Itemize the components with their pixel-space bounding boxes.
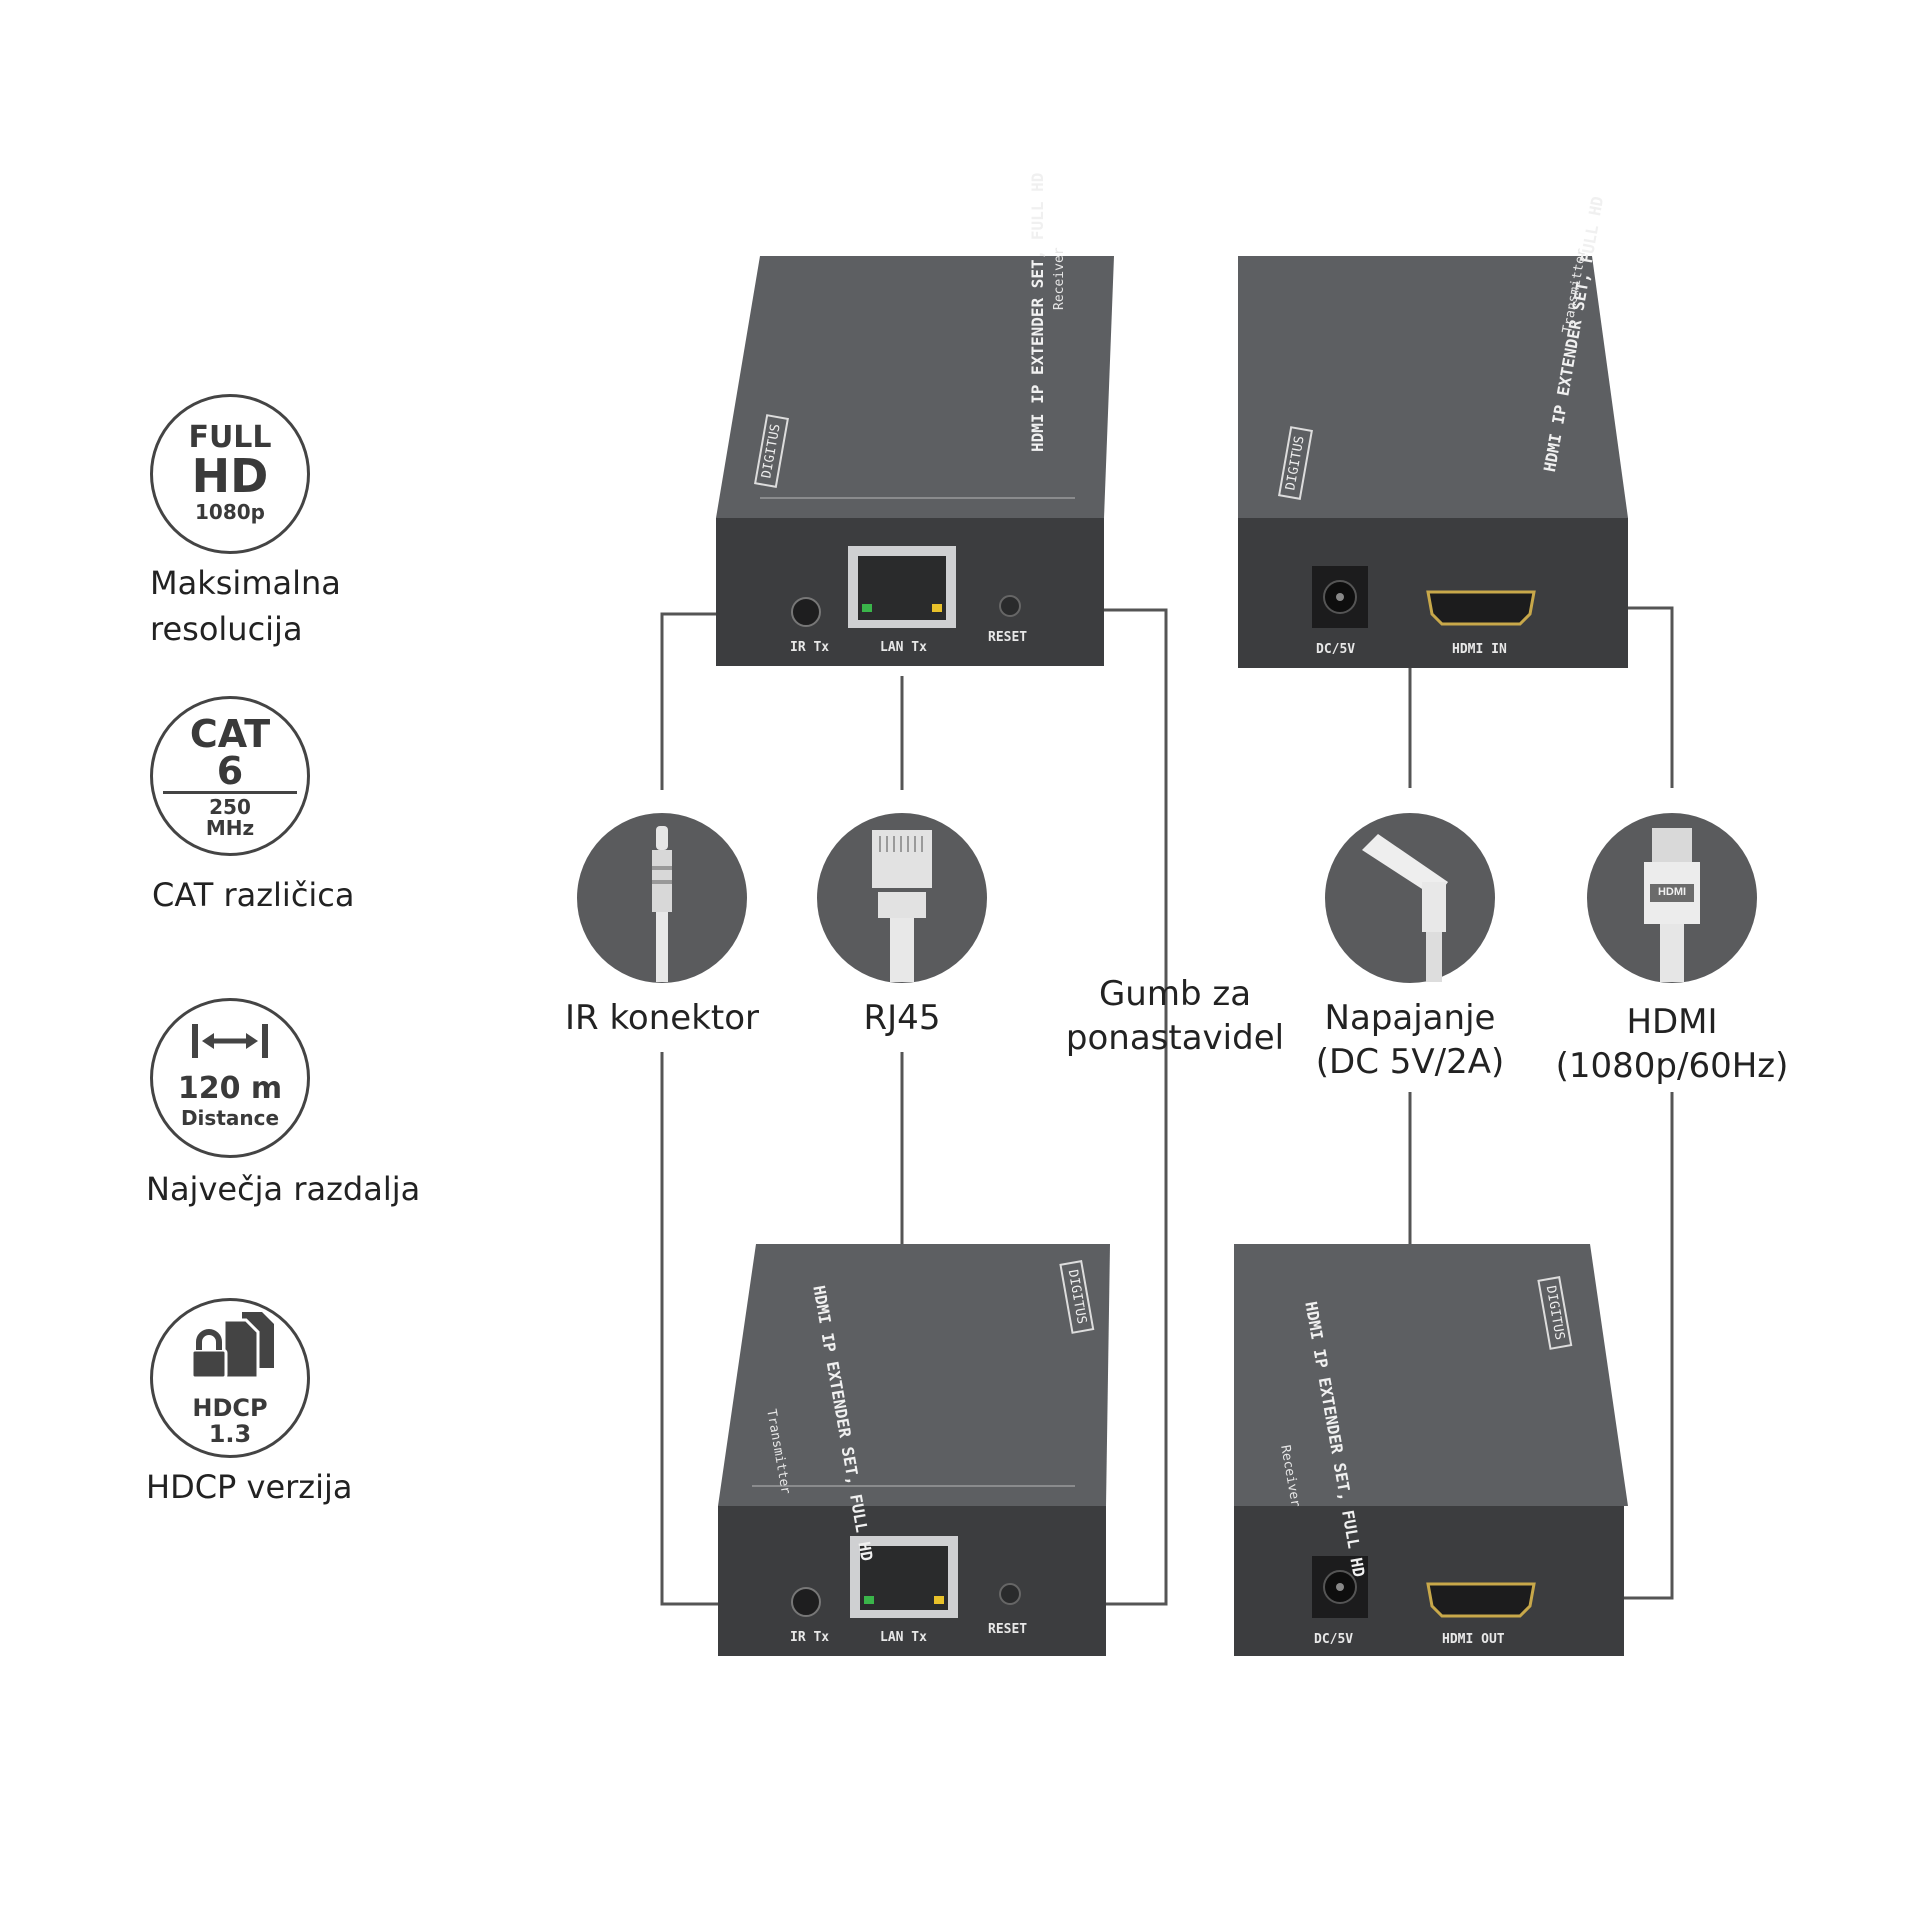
transmitter-bl-reset-label: RESET [988,1622,1028,1637]
cat-version-label: CAT različica [152,876,355,914]
transmitter-bl-ir-label: IR Tx [790,1630,830,1645]
power-connector-icon [1325,813,1495,983]
distance-caption-text: Distance [180,1106,280,1130]
receiver-tl-product-text: HDMI IP EXTENDER SET, FULL HD [1028,172,1047,452]
transmitter-tr-dc-label: DC/5V [1316,642,1356,657]
hdmi-label-line1: HDMI [1626,1002,1718,1042]
reset-button-label-line2: ponastavidel [1065,1018,1285,1058]
max-distance-label: Največja razdalja [146,1170,421,1208]
rj45-label: RJ45 [863,998,941,1038]
receiver-tl-ir-label: IR Tx [790,640,830,655]
reset-button-label: Gumb za ponastavidel [1050,972,1300,1060]
receiver-top-left [716,256,1114,666]
cat-text: CAT [189,712,271,756]
receiver-br-dc-label: DC/5V [1314,1632,1354,1647]
cat-divider [163,791,297,794]
rj45-connector-icon [817,813,987,983]
hdcp-document-lock-icon [190,1312,274,1380]
power-label: Napajanje (DC 5V/2A) [1300,996,1520,1084]
hdmi-connector-icon [1587,813,1757,983]
resolution-label: Maksimalna resolucija [150,560,341,652]
distance-badge-icon: 120 m Distance [150,998,310,1158]
ir-line-top [660,612,722,790]
receiver-tl-reset-label: RESET [988,630,1028,645]
transmitter-bl-lan-label: LAN Tx [880,1630,927,1645]
transmitter-tr-hdmi-in-label: HDMI IN [1452,642,1507,657]
hdmi-plug-text: HDMI [1657,886,1687,898]
receiver-bottom-right [1234,1244,1628,1656]
receiver-tl-model-text: Receiver [1052,247,1067,310]
distance-value-text: 120 m [177,1071,283,1106]
distance-arrow-icon [192,1024,268,1058]
full-hd-resolution-text: 1080p [195,500,265,524]
cat6-badge-icon: CAT 6 250 MHz [150,696,310,856]
hdcp-text: HDCP [192,1394,268,1422]
cat-frequency-unit: MHz [205,816,255,840]
hdcp-version-label: HDCP verzija [146,1468,353,1506]
hdmi-label: HDMI (1080p/60Hz) [1552,1000,1792,1088]
cat-number-text: 6 [216,749,244,793]
full-hd-top-text: FULL [188,420,272,455]
resolution-label-line2: resolucija [150,610,303,648]
full-hd-main-text: HD [191,449,269,503]
cat-frequency-text: 250 [209,795,251,819]
hdmi-label-line2: (1080p/60Hz) [1555,1046,1789,1086]
power-label-line2: (DC 5V/2A) [1315,1042,1505,1082]
receiver-tl-lan-label: LAN Tx [880,640,927,655]
reset-button-label-line1: Gumb za [1098,974,1252,1014]
transmitter-top-right [1238,256,1628,668]
hdcp-badge-icon: HDCP 1.3 [150,1298,310,1458]
resolution-label-line1: Maksimalna [150,564,341,602]
power-label-line1: Napajanje [1324,998,1496,1038]
receiver-br-hdmi-out-label: HDMI OUT [1442,1632,1505,1647]
full-hd-badge-icon: FULL HD 1080p [150,394,310,554]
ir-connector-icon [577,813,747,983]
ir-connector-label: IR konektor [564,998,759,1038]
hdcp-version-text: 1.3 [208,1420,252,1448]
transmitter-bottom-left [718,1244,1110,1656]
